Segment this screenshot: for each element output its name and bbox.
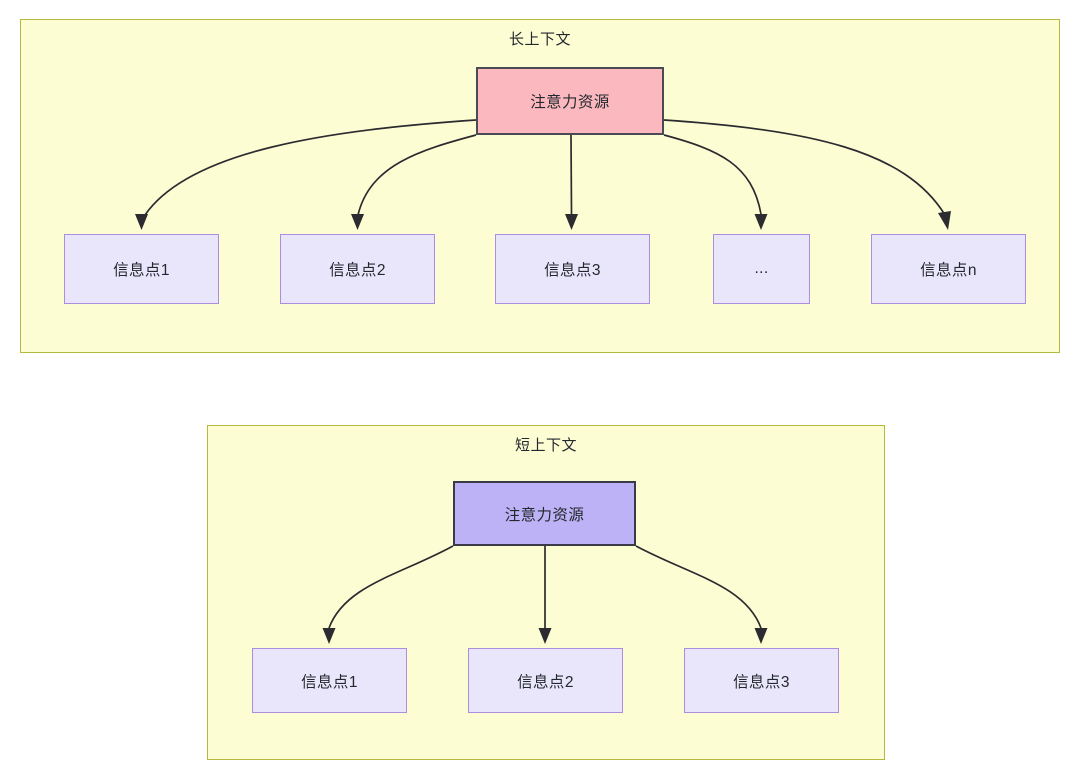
node-info-point-2-short[interactable]: 信息点2 [468, 648, 623, 713]
panel-short-context-title: 短上下文 [514, 437, 577, 454]
node-attention-resource-short[interactable]: 注意力资源 [453, 481, 636, 546]
node-info-point-1-short[interactable]: 信息点1 [252, 648, 407, 713]
panel-long-context-title: 长上下文 [508, 31, 571, 48]
node-info-point-2-long[interactable]: 信息点2 [280, 234, 435, 304]
node-info-point-ellipsis-long[interactable]: ... [713, 234, 810, 304]
node-info-point-3-short[interactable]: 信息点3 [684, 648, 839, 713]
node-info-point-n-long[interactable]: 信息点n [871, 234, 1026, 304]
node-attention-resource-long[interactable]: 注意力资源 [476, 67, 664, 135]
node-info-point-3-long[interactable]: 信息点3 [495, 234, 650, 304]
node-info-point-1-long[interactable]: 信息点1 [64, 234, 219, 304]
